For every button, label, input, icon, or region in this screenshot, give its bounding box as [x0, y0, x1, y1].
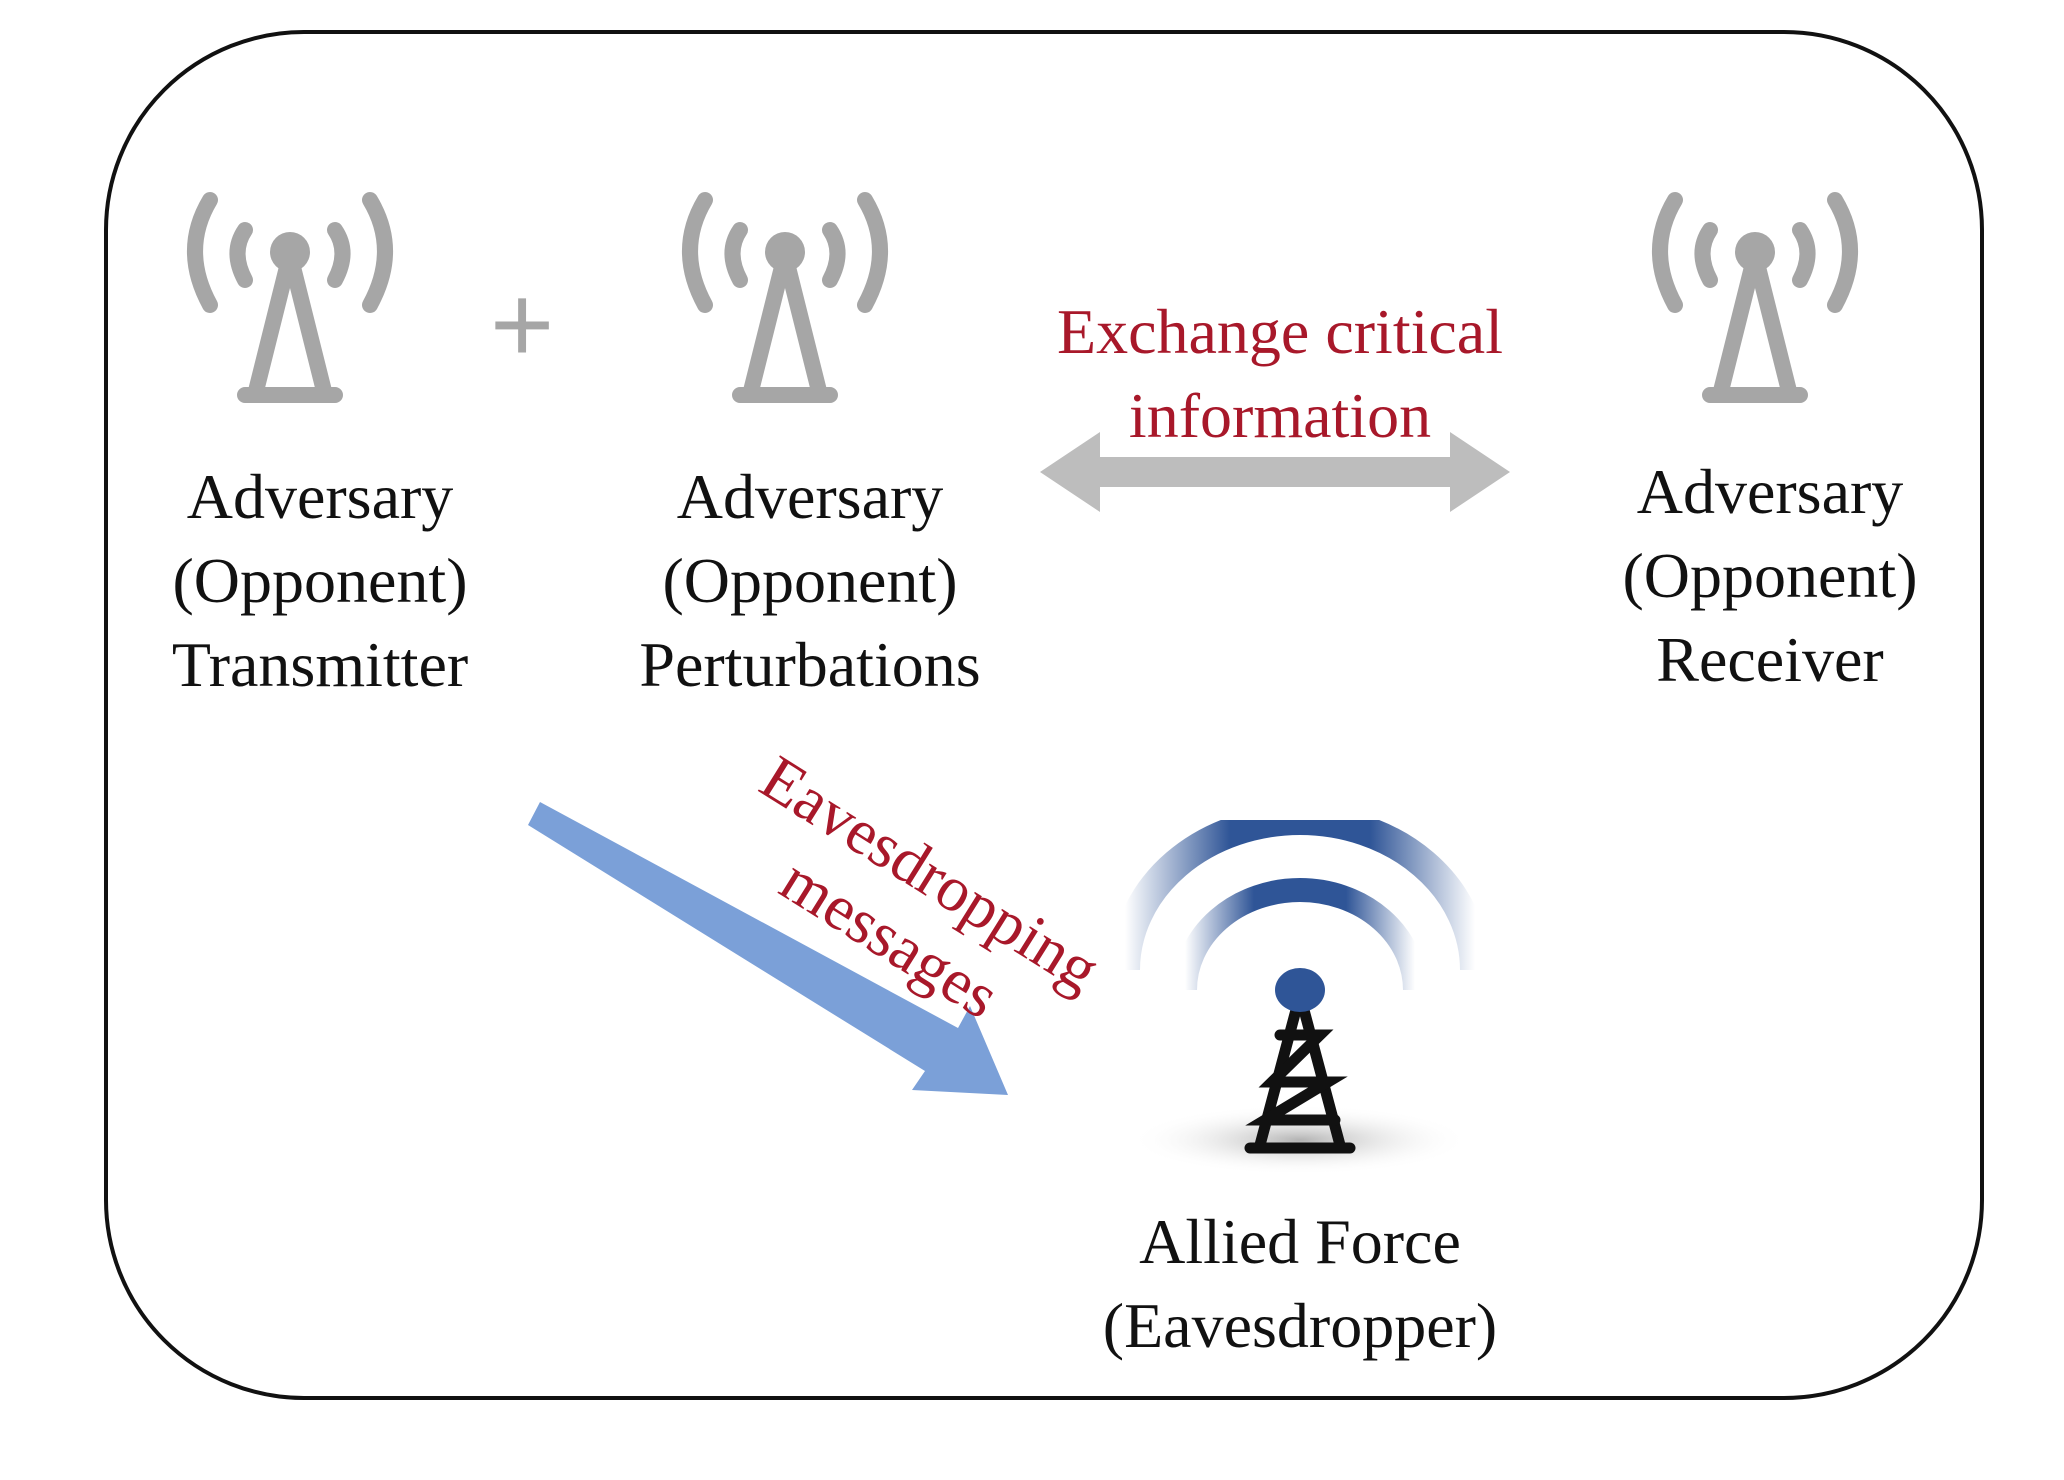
eavesdropping-arrow: [528, 802, 1008, 1095]
plus-sign: +: [490, 263, 555, 386]
receiver-label: Adversary (Opponent) Receiver: [1622, 456, 1918, 695]
diagram-frame: [104, 30, 1984, 1400]
allied-broadcast-tower-icon: [1110, 820, 1490, 1175]
exchange-double-arrow: [1040, 432, 1510, 512]
perturbations-label: Adversary (Opponent) Perturbations: [639, 461, 981, 700]
transmitter-label: Adversary (Opponent) Transmitter: [171, 461, 469, 700]
exchange-label: Exchange critical information: [1057, 296, 1503, 451]
transmitter-tower-icon: [187, 192, 393, 403]
perturbations-tower-icon: [682, 192, 888, 403]
allied-force-label: Allied Force (Eavesdropper): [1102, 1206, 1498, 1361]
receiver-tower-icon: [1652, 192, 1858, 403]
